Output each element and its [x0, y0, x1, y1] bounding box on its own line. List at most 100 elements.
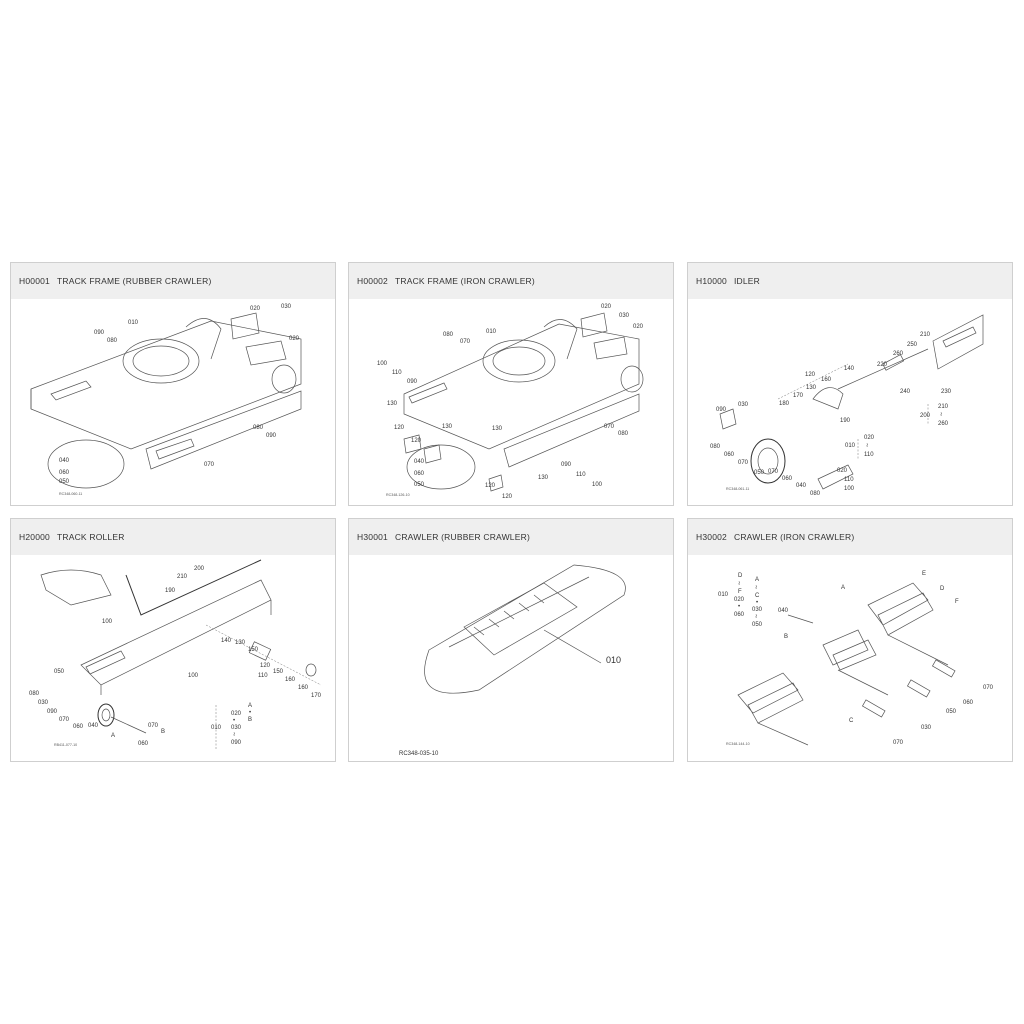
part-number-label[interactable]: 210	[177, 574, 188, 580]
part-number-label[interactable]: 030	[752, 607, 763, 613]
part-number-label[interactable]: 070	[768, 469, 779, 475]
part-number-label[interactable]: 040	[88, 723, 99, 729]
part-number-label[interactable]: 020	[601, 304, 612, 310]
part-number-label[interactable]: 090	[231, 740, 242, 746]
part-number-label[interactable]: 040	[414, 459, 425, 465]
part-number-label[interactable]: A	[248, 703, 252, 709]
part-number-label[interactable]: 040	[796, 483, 807, 489]
part-number-label[interactable]: 130	[492, 426, 503, 432]
part-number-label[interactable]: 160	[285, 677, 296, 683]
part-number-label[interactable]: 080	[810, 491, 821, 497]
part-number-label[interactable]: 030	[38, 700, 49, 706]
part-number-label[interactable]: 070	[604, 424, 615, 430]
part-number-label[interactable]: A	[111, 733, 115, 739]
part-number-label[interactable]: 020	[864, 435, 875, 441]
part-number-label[interactable]: 190	[840, 418, 851, 424]
part-number-label[interactable]: ≀	[755, 585, 757, 591]
part-number-label[interactable]: 210	[938, 404, 949, 410]
part-number-label[interactable]: 140	[844, 366, 855, 372]
part-number-label[interactable]: 220	[877, 362, 888, 368]
part-number-label[interactable]: 070	[148, 723, 159, 729]
part-number-label[interactable]: 150	[273, 669, 284, 675]
part-number-label[interactable]: 080	[710, 444, 721, 450]
part-number-label[interactable]: 030	[231, 725, 242, 731]
part-number-label[interactable]: 060	[734, 612, 745, 618]
part-number-label[interactable]: C	[849, 718, 854, 724]
part-number-label[interactable]: 020	[734, 597, 745, 603]
part-number-label[interactable]: 110	[392, 370, 402, 376]
part-number-label[interactable]: 050	[54, 669, 65, 675]
part-number-label[interactable]: 170	[793, 393, 804, 399]
part-number-label[interactable]: 060	[138, 741, 149, 747]
part-number-label[interactable]: 070	[893, 740, 904, 746]
part-number-label[interactable]: 240	[900, 389, 911, 395]
part-number-label[interactable]: 080	[29, 691, 40, 697]
part-number-label[interactable]: 200	[194, 566, 205, 572]
part-number-label[interactable]: 050	[59, 479, 70, 485]
part-number-label[interactable]: B	[248, 717, 252, 723]
part-number-label[interactable]: 110	[258, 673, 268, 679]
part-number-label[interactable]: 080	[618, 431, 629, 437]
part-number-label[interactable]: ≀	[233, 732, 235, 738]
part-number-label[interactable]: 110	[864, 452, 874, 458]
part-number-label[interactable]: 030	[619, 313, 630, 319]
part-number-label[interactable]: 100	[592, 482, 603, 488]
part-number-label[interactable]: 170	[311, 693, 322, 699]
part-number-label[interactable]: F	[738, 589, 742, 595]
part-number-label[interactable]: 070	[983, 685, 994, 691]
part-number-label[interactable]: •	[233, 718, 235, 724]
part-number-label[interactable]: 030	[738, 402, 749, 408]
part-number-label[interactable]: D	[738, 573, 743, 579]
part-number-label[interactable]: 100	[377, 361, 388, 367]
part-number-label[interactable]: 010	[845, 443, 856, 449]
part-number-label[interactable]: 080	[253, 425, 264, 431]
part-number-label[interactable]: 090	[47, 709, 58, 715]
part-number-label[interactable]: C	[755, 593, 760, 599]
part-number-label[interactable]: 140	[221, 638, 232, 644]
part-number-label[interactable]: 150	[248, 647, 259, 653]
part-number-label[interactable]: 110	[576, 472, 586, 478]
part-number-label[interactable]: 010	[211, 725, 222, 731]
part-number-label[interactable]: 060	[73, 724, 84, 730]
part-number-label[interactable]: B	[784, 634, 788, 640]
part-number-label[interactable]: 020	[289, 336, 300, 342]
part-number-label[interactable]: 010	[606, 655, 621, 665]
part-number-label[interactable]: 070	[204, 462, 215, 468]
part-number-label[interactable]: •	[249, 710, 251, 716]
part-number-label[interactable]: 040	[778, 608, 789, 614]
part-number-label[interactable]: 100	[844, 486, 855, 492]
part-number-label[interactable]: 120	[485, 483, 496, 489]
part-number-label[interactable]: 100	[102, 619, 113, 625]
part-number-label[interactable]: 190	[165, 588, 176, 594]
part-number-label[interactable]: 130	[442, 424, 453, 430]
part-number-label[interactable]: 210	[920, 332, 931, 338]
part-number-label[interactable]: 080	[443, 332, 454, 338]
part-number-label[interactable]: 020	[250, 306, 261, 312]
part-number-label[interactable]: 120	[805, 372, 816, 378]
part-number-label[interactable]: D	[940, 586, 945, 592]
part-number-label[interactable]: 090	[561, 462, 572, 468]
part-number-label[interactable]: 130	[387, 401, 398, 407]
part-number-label[interactable]: 250	[907, 342, 918, 348]
part-number-label[interactable]: 070	[738, 460, 749, 466]
part-number-label[interactable]: 070	[59, 717, 70, 723]
part-number-label[interactable]: 080	[107, 338, 118, 344]
part-number-label[interactable]: A	[755, 577, 759, 583]
part-number-label[interactable]: 110	[844, 477, 854, 483]
part-number-label[interactable]: ≀	[940, 412, 942, 418]
part-number-label[interactable]: ≀	[866, 443, 868, 449]
part-number-label[interactable]: 130	[538, 475, 549, 481]
part-number-label[interactable]: 230	[941, 389, 952, 395]
part-number-label[interactable]: B	[161, 729, 165, 735]
part-number-label[interactable]: 130	[235, 640, 246, 646]
part-number-label[interactable]: A	[841, 585, 845, 591]
part-number-label[interactable]: 180	[779, 401, 790, 407]
part-number-label[interactable]: E	[922, 571, 926, 577]
part-number-label[interactable]: 120	[394, 425, 405, 431]
part-number-label[interactable]: ≀	[755, 614, 757, 620]
